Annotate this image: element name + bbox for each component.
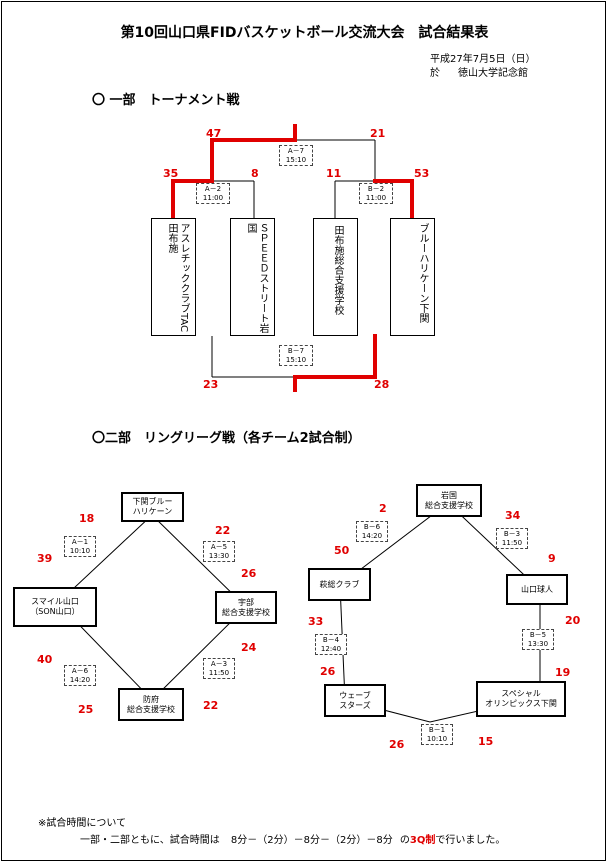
match-code: A－2 [204, 185, 222, 193]
team-shimonoseki-blue: 下関ブルー ハリケーン [121, 492, 184, 522]
score-b4-b: 33 [308, 615, 324, 628]
score-b5-a: 20 [565, 614, 581, 627]
event-date: 平成27年7月5日（日） [430, 54, 536, 65]
footer-note-time: 8分－（2分）－8分－（2分）－8分 [230, 835, 393, 846]
match-b2: B－2 11:00 [359, 183, 393, 204]
footer-note-line: 一部・二部ともに、試合時間は 8分－（2分）－8分－（2分）－8分 の3Q制で行… [80, 831, 505, 846]
footer-note-heading: ※試合時間について [38, 818, 127, 829]
team-smile-yamaguchi: スマイル山口 （SON山口） [13, 587, 97, 627]
match-a3: A－3 11:50 [203, 658, 235, 679]
match-b1: B－1 10:10 [421, 724, 453, 745]
score-a5-b: 26 [241, 567, 257, 580]
score-a6-b: 25 [78, 703, 94, 716]
match-code: B－3 [503, 530, 521, 538]
score-b4-a: 26 [320, 665, 336, 678]
match-code: A－3 [210, 660, 228, 668]
team-name: ブルーハリケーン下関 [417, 223, 428, 323]
score-b3-b: 9 [548, 552, 556, 565]
match-b3: B－3 11:50 [496, 528, 528, 549]
match-code: B－1 [428, 726, 446, 734]
match-a1: A－1 10:10 [64, 536, 96, 557]
score-b2-right: 53 [414, 167, 430, 180]
match-time: 12:40 [320, 645, 342, 653]
footer-note-text-c: の [399, 835, 410, 846]
venue-prefix: 於 [430, 68, 440, 79]
footer-note-quarter: 3Q制 [409, 835, 436, 846]
match-time: 11:50 [208, 669, 230, 677]
team-hagi-club: 萩総クラブ [308, 568, 371, 601]
score-a3-a: 24 [241, 641, 257, 654]
score-b1-b: 26 [389, 738, 405, 751]
match-code: B－2 [367, 185, 385, 193]
match-b5: B－5 13:30 [522, 629, 554, 650]
match-code: B－7 [287, 347, 305, 355]
match-time: 13:30 [208, 552, 230, 560]
match-a5: A－5 13:30 [203, 541, 235, 562]
match-code: B－6 [363, 523, 381, 531]
team-ube: 宇部 総合支援学校 [215, 591, 277, 624]
match-code: A－6 [71, 667, 89, 675]
match-a6: A－6 14:20 [64, 665, 96, 686]
score-a7-left: 47 [206, 127, 222, 140]
match-b7: B－7 15:10 [279, 345, 313, 366]
division1-heading: 〇 一部 トーナメント戦 [92, 93, 240, 108]
footer-note-text-a: 一部・二部ともに、試合時間は [80, 835, 220, 846]
match-code: B－5 [529, 631, 547, 639]
team-iwakuni: 岩国 総合支援学校 [416, 484, 482, 517]
score-a1-a: 18 [79, 512, 95, 525]
score-b5-b: 19 [555, 666, 571, 679]
score-a6-a: 40 [37, 653, 53, 666]
team-name: 田布施総合支援学校 [332, 225, 343, 315]
team-box-speed: ＳＰＥＥＤストリート岩国 [230, 218, 275, 336]
match-time: 11:50 [501, 539, 523, 547]
match-time: 14:20 [361, 532, 383, 540]
score-a2-left: 35 [163, 167, 179, 180]
match-time: 13:30 [527, 640, 549, 648]
score-a3-b: 22 [203, 699, 219, 712]
score-a1-b: 39 [37, 552, 53, 565]
score-b2-left: 11 [326, 167, 342, 180]
division2-heading: 〇二部 リングリーグ戦（各チーム2試合制） [92, 431, 361, 446]
match-time: 11:00 [202, 194, 224, 202]
match-b6: B－6 14:20 [356, 521, 388, 542]
team-wave-stars: ウェーブ スターズ [324, 684, 386, 717]
score-b3-a: 34 [505, 509, 521, 522]
score-b1-a: 15 [478, 735, 494, 748]
score-b6-b: 2 [379, 502, 387, 515]
match-time: 10:10 [69, 547, 91, 555]
match-time: 14:20 [69, 676, 91, 684]
match-code: A－7 [287, 147, 305, 155]
team-name: アスレチッククラブTAC 田布施 [166, 223, 189, 352]
team-box-blue: ブルーハリケーン下関 [390, 218, 435, 336]
match-b4: B－4 12:40 [315, 634, 347, 655]
match-a7: A－7 15:10 [279, 145, 313, 166]
match-code: A－5 [210, 543, 228, 551]
match-code: A－1 [71, 538, 89, 546]
match-time: 15:10 [285, 156, 307, 164]
team-special-olympics: スペシャル オリンピックス下関 [476, 681, 566, 717]
footer-note-text-e: で行いました。 [435, 835, 506, 846]
team-hofu: 防府 総合支援学校 [118, 688, 184, 721]
match-a2: A－2 11:00 [196, 183, 230, 204]
score-a5-a: 22 [215, 524, 231, 537]
score-b7-left: 23 [203, 378, 219, 391]
match-time: 11:00 [365, 194, 387, 202]
team-name: ＳＰＥＥＤストリート岩国 [245, 223, 268, 333]
match-code: B－4 [322, 636, 340, 644]
team-box-tac: アスレチッククラブTAC 田布施 [151, 218, 196, 352]
team-box-tabuse: 田布施総合支援学校 [313, 218, 358, 336]
team-yamaguchi-kyujin: 山口球人 [506, 574, 568, 605]
score-a2-right: 8 [251, 167, 259, 180]
match-time: 10:10 [426, 735, 448, 743]
venue: 徳山大学記念館 [458, 68, 528, 79]
score-a7-right: 21 [370, 127, 386, 140]
page-title: 第10回山口県FIDバスケットボール交流大会 試合結果表 [120, 25, 489, 41]
score-b6-a: 50 [334, 544, 350, 557]
match-time: 15:10 [285, 356, 307, 364]
score-b7-right: 28 [374, 378, 390, 391]
